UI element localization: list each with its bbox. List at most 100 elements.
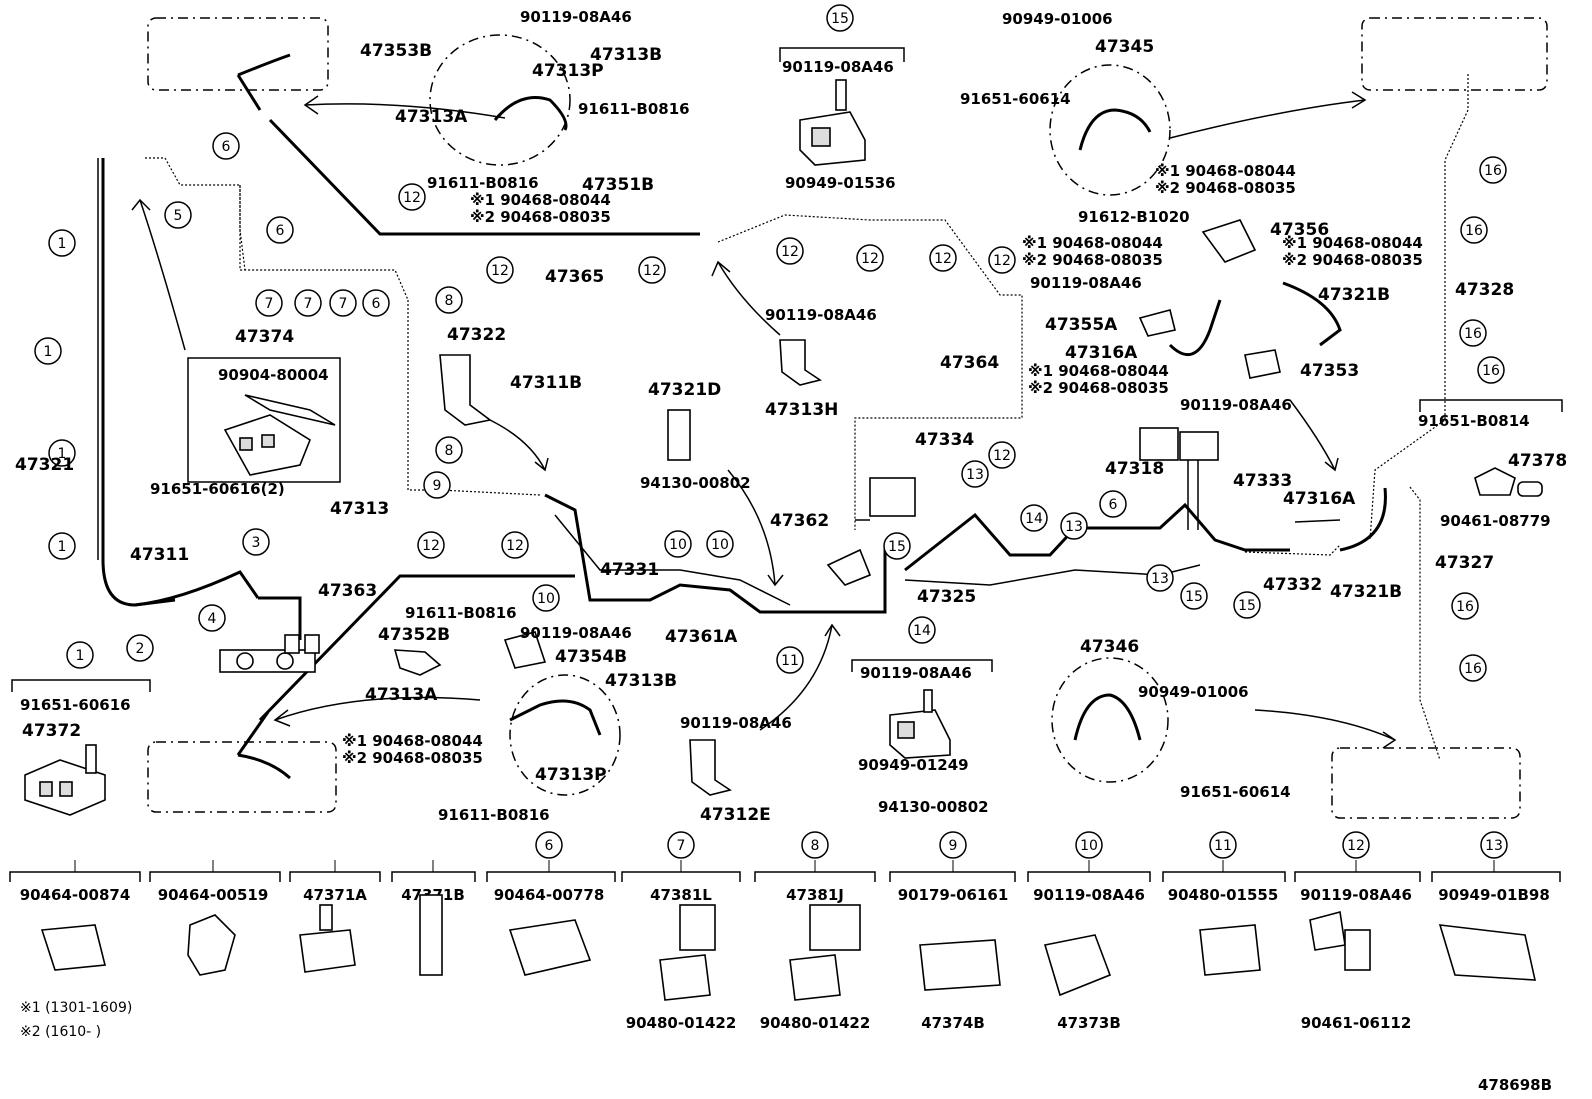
- label-47322: 47322: [447, 325, 506, 345]
- label-90949_01536: 90949-01536: [785, 174, 896, 192]
- bottom-item-6: 90464-00778: [486, 860, 616, 904]
- bottom-item-10: 90119-08A46 47373B: [1027, 860, 1151, 1032]
- label-47345: 47345: [1095, 37, 1154, 57]
- label-90119_08A46_r2: 90119-08A46: [1180, 396, 1292, 414]
- bottom-item-label: 90119-08A46: [1033, 886, 1145, 904]
- callout-9: 9: [423, 471, 451, 499]
- footnote-2: ※2 (1610- ): [20, 1024, 101, 1040]
- label-90119_08A46_r: 90119-08A46: [1030, 274, 1142, 292]
- part-47362-block: [826, 477, 916, 586]
- label-47316A_r: 47316A: [1283, 489, 1356, 509]
- callout-1: 1: [48, 439, 76, 467]
- footnote-1: ※1 (1301-1609): [20, 1000, 132, 1016]
- callout-number: 16: [1464, 326, 1482, 342]
- label-94130_00802_a: 94130-00802: [640, 474, 751, 492]
- callout-number: 4: [208, 611, 217, 627]
- label-47313A_bot: 47313A: [365, 685, 438, 705]
- callout-number: 13: [1151, 571, 1169, 587]
- tube-47374-dotted: [239, 185, 246, 271]
- callout-number: 10: [711, 537, 729, 553]
- part-47354B: [503, 631, 547, 669]
- callout-number: 1: [58, 539, 67, 555]
- callout-16: 16: [1451, 592, 1479, 620]
- label-91651_60614_top: 91651-60614: [960, 90, 1071, 108]
- callout-number: 12: [491, 263, 509, 279]
- placeholder-box-bottom-right: [1331, 747, 1521, 819]
- part-47374-clip: [223, 394, 336, 476]
- label-47355A: 47355A: [1045, 315, 1118, 335]
- callout-13: 13: [1480, 831, 1508, 859]
- part-47313H: [779, 339, 822, 386]
- callout-number: 7: [677, 838, 686, 854]
- label-90949_01249: 90949-01249: [858, 756, 969, 774]
- callout-number: 11: [781, 653, 799, 669]
- callout-number: 16: [1465, 223, 1483, 239]
- part-47353: [1244, 349, 1281, 379]
- bottom-item-sublabel: 47373B: [1057, 1014, 1121, 1032]
- hose-bottom-left: [236, 711, 292, 780]
- callout-12: 12: [501, 531, 529, 559]
- label-47352B: 47352B: [378, 625, 450, 645]
- callout-6: 6: [1099, 490, 1127, 518]
- label-94130_00802_b: 94130-00802: [878, 798, 989, 816]
- callout-12: 12: [486, 256, 514, 284]
- callout-16: 16: [1479, 156, 1507, 184]
- placeholder-box-top-left: [147, 17, 329, 91]
- tube-top-dotted: [145, 157, 409, 301]
- callout-13: 13: [961, 460, 989, 488]
- label-90119_08A46_d: 90119-08A46: [520, 624, 632, 642]
- callout-number: 3: [252, 535, 261, 551]
- label-47365: 47365: [545, 267, 604, 287]
- bottom-item-4: 47371A: [289, 860, 381, 904]
- label-47313: 47313: [330, 499, 389, 519]
- callout-6: 6: [362, 289, 390, 317]
- label-47321D: 47321D: [648, 380, 721, 400]
- label-90468_08035_d: ※2 90468-08035: [1282, 251, 1423, 269]
- callout-1: 1: [48, 532, 76, 560]
- callout-number: 1: [58, 446, 67, 462]
- callout-number: 6: [222, 139, 231, 155]
- callout-number: 16: [1456, 599, 1474, 615]
- part-90949-01536: [799, 79, 866, 166]
- label-47311: 47311: [130, 545, 189, 565]
- callout-number: 12: [403, 190, 421, 206]
- callout-15: 15: [883, 532, 911, 560]
- callout-12: 12: [929, 244, 957, 272]
- callout-12: 12: [1342, 831, 1370, 859]
- callout-7: 7: [667, 831, 695, 859]
- group-bracket-16: [1419, 399, 1563, 412]
- tube-47325: [904, 502, 1290, 572]
- bottom-item-label: 47371A: [303, 886, 367, 904]
- callout-6: 6: [212, 132, 240, 160]
- callout-number: 12: [1347, 838, 1365, 854]
- callout-number: 16: [1484, 163, 1502, 179]
- tube-47331: [544, 493, 887, 614]
- callout-1: 1: [66, 641, 94, 669]
- callout-8: 8: [435, 286, 463, 314]
- callout-10: 10: [664, 530, 692, 558]
- callout-number: 13: [1065, 519, 1083, 535]
- label-47318: 47318: [1105, 459, 1164, 479]
- label-47321B_r: 47321B: [1330, 582, 1402, 602]
- part-47372: [24, 744, 106, 816]
- callout-4: 4: [198, 604, 226, 632]
- callout-3: 3: [242, 528, 270, 556]
- bottom-item-label: 47381L: [650, 886, 712, 904]
- callout-6: 6: [266, 216, 294, 244]
- diagram-id: 478698B: [1478, 1076, 1552, 1094]
- callout-number: 12: [934, 251, 952, 267]
- bottom-item-2: 90464-00874: [9, 860, 141, 904]
- tube-47331-b: [554, 514, 791, 606]
- callout-number: 11: [1214, 838, 1232, 854]
- label-47364: 47364: [940, 353, 999, 373]
- callout-number: 6: [372, 296, 381, 312]
- label-90461_08779: 90461-08779: [1440, 512, 1551, 530]
- tube-47365: [268, 118, 700, 236]
- label-90904_80004: 90904-80004: [218, 366, 329, 384]
- bottom-item-3: 90464-00519: [149, 860, 281, 904]
- callout-12: 12: [398, 183, 426, 211]
- tube-47365-right: [717, 214, 1023, 530]
- label-90468_08035_c: ※2 90468-08035: [1022, 251, 1163, 269]
- callout-8: 8: [435, 436, 463, 464]
